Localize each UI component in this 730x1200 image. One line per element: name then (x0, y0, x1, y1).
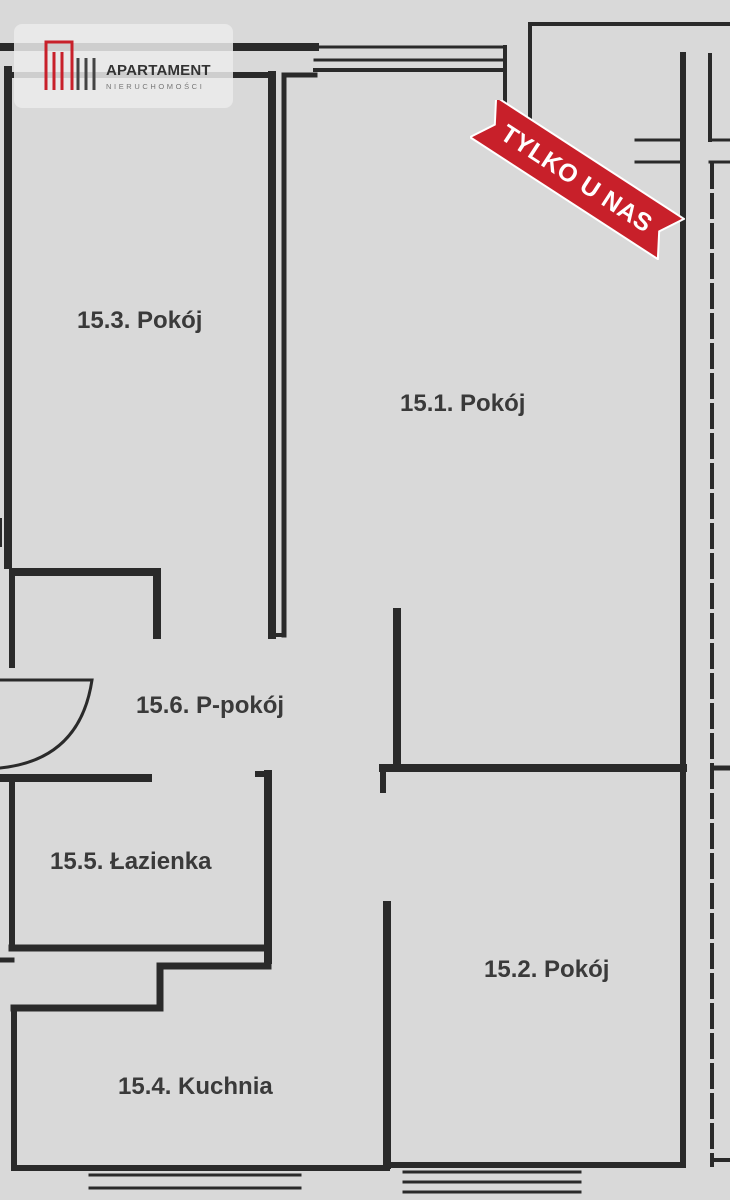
room-label-15-2: 15.2. Pokój (484, 956, 609, 983)
building-logo-icon (44, 40, 96, 90)
brand-subtitle: NIERUCHOMOŚCI (106, 82, 205, 91)
exclusive-badge-text: TYLKO U NAS (495, 119, 657, 238)
wall-room-15-1 (379, 22, 730, 1168)
wall-room-15-5 (0, 770, 272, 964)
brand-name: APARTAMENT (106, 62, 211, 79)
room-label-15-4: 15.4. Kuchnia (118, 1073, 273, 1100)
brand-logo: APARTAMENT NIERUCHOMOŚCI (14, 24, 233, 108)
wall-closet (9, 568, 161, 668)
room-label-15-6: 15.6. P-pokój (136, 692, 284, 719)
exclusive-ribbon: TYLKO U NAS (470, 100, 685, 260)
wall-room-15-4 (0, 957, 390, 1190)
room-label-15-5: 15.5. Łazienka (50, 848, 212, 875)
door-swing (0, 678, 94, 770)
room-label-15-1: 15.1. Pokój (400, 390, 525, 417)
wall-room-15-2 (383, 765, 730, 1194)
room-label-15-3: 15.3. Pokój (77, 307, 202, 334)
